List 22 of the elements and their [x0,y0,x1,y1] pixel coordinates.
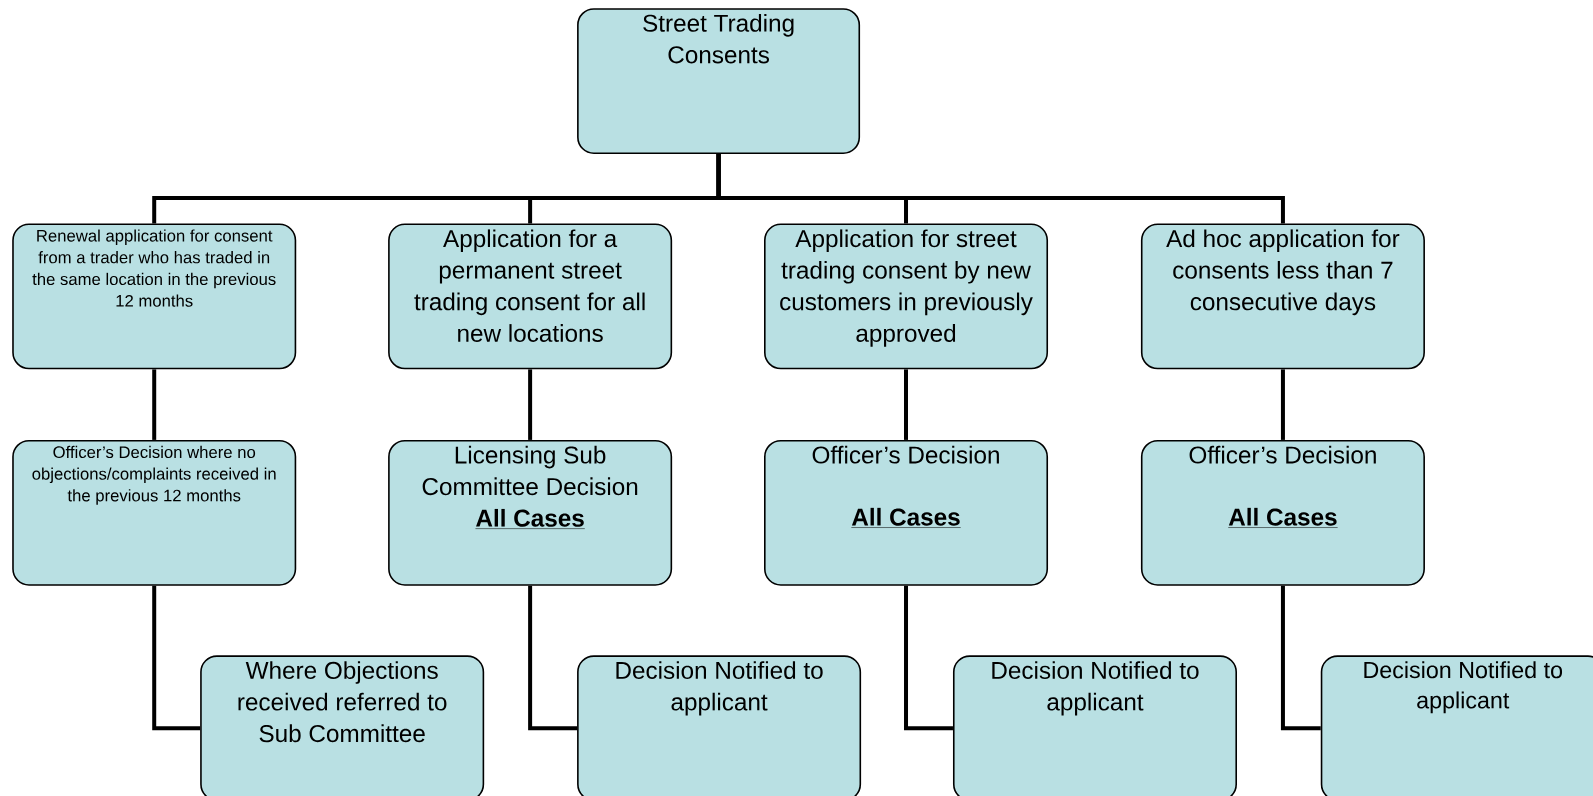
process-box: Renewal application for consent from a trader who has traded in the same location in the previous 12 months [12,223,297,370]
connector-line [904,585,953,730]
process-box: Application for a permanent street trading consent for all new locations [388,223,673,370]
connector-line [1280,585,1321,730]
connector-line [152,585,201,730]
connector-line [528,585,578,730]
connector-line [716,153,1285,224]
process-box: Where Objections received referred to Sub Committee [200,655,485,796]
connector-line [904,369,908,440]
process-box: Street Trading Consents [577,7,861,154]
process-box: Officer’s Decision where no objections/complaints received in the previous 12 months [12,439,297,586]
process-box: Decision Notified to applicant [577,655,862,796]
process-box: Officer’s Decision All Cases [764,439,1049,586]
process-box: Ad hoc application for consents less than 7 consecutive days [1140,223,1425,370]
process-box: Decision Notified to applicant [1320,655,1593,796]
process-box: Application for street trading consent by new customers in previously approved [764,223,1049,370]
process-box: Officer’s Decision All Cases [1140,439,1425,586]
connector-line [528,369,533,440]
process-box: Decision Notified to applicant [952,655,1237,796]
process-box: Licensing Sub Committee Decision All Cases [388,439,673,586]
connector-line [152,369,157,440]
connector-line [1280,369,1285,440]
